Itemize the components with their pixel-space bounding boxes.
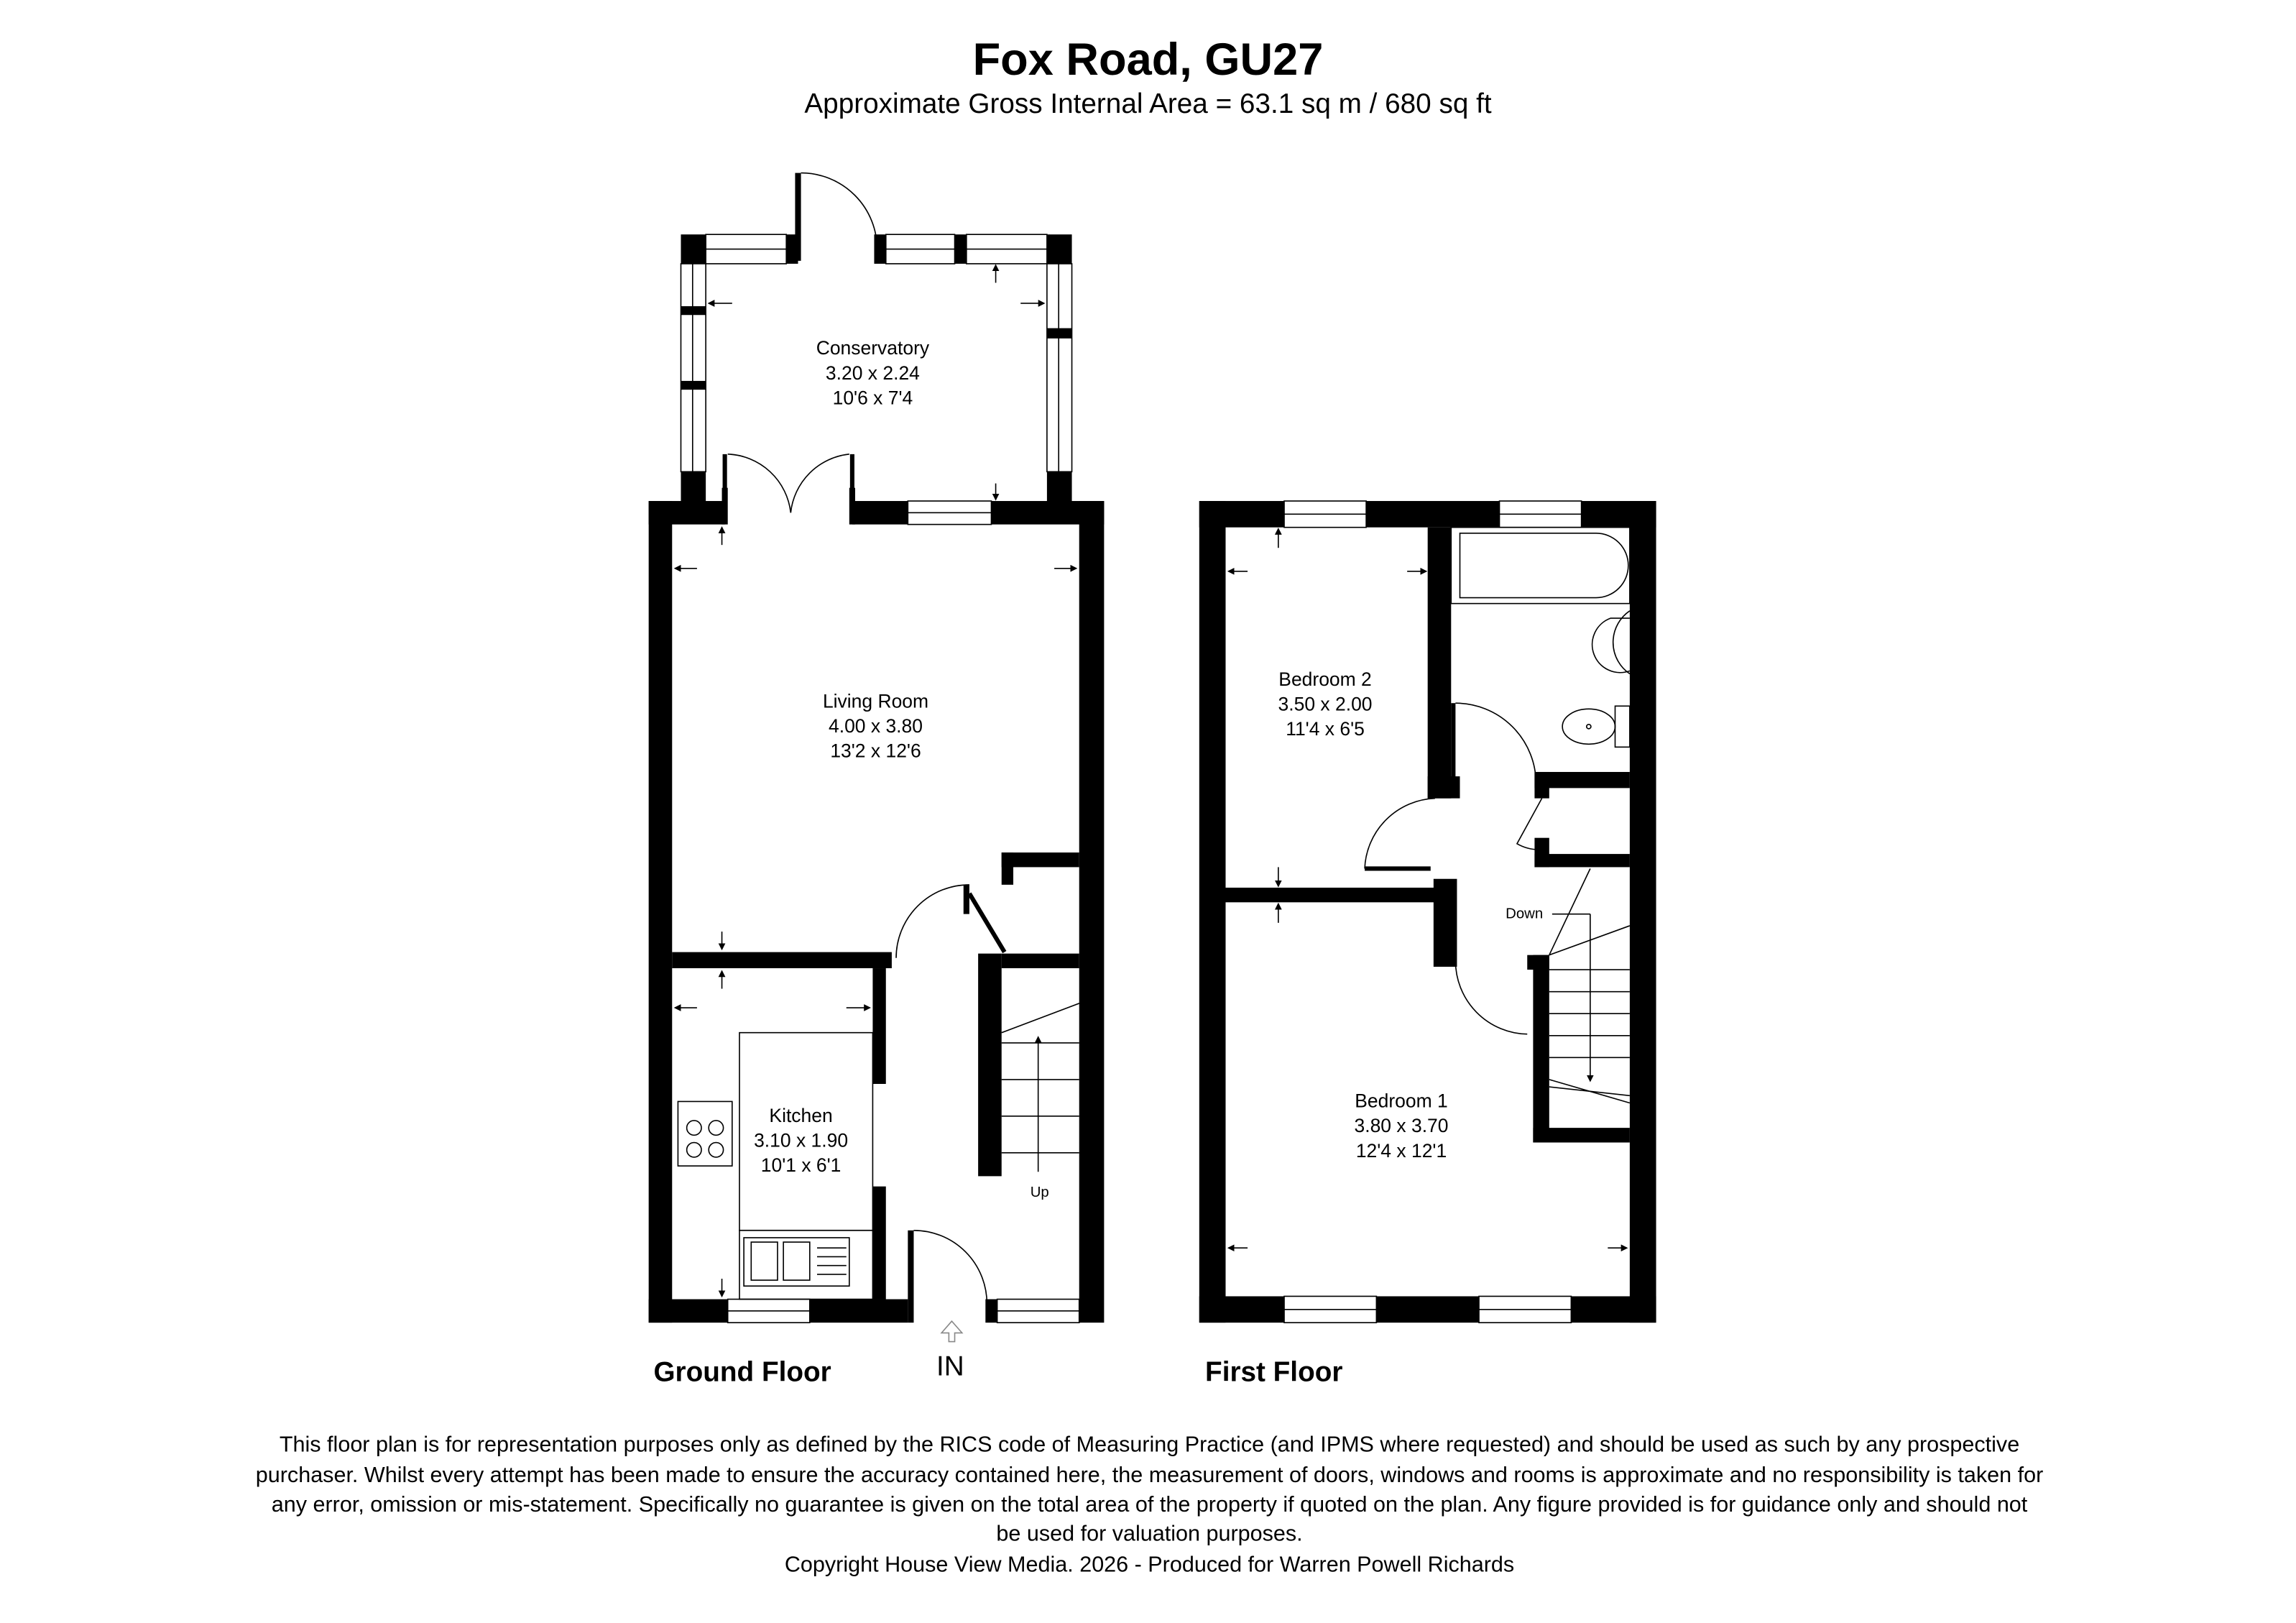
basin-icon <box>1591 610 1631 675</box>
room-conservatory: Conservatory 3.20 x 2.24 10'6 x 7'4 <box>816 337 930 408</box>
cupboard-door-icon <box>1516 798 1543 850</box>
room-metric: 3.50 x 2.00 <box>1278 693 1373 714</box>
ground-floor-walls <box>648 487 1105 1323</box>
disclaimer-line: purchaser. Whilst every attempt has been… <box>256 1463 2043 1487</box>
french-door-right-icon <box>790 454 849 513</box>
plan-title: Fox Road, GU27 <box>973 35 1324 85</box>
toilet-icon <box>1562 705 1631 748</box>
hob-icon <box>677 1100 733 1167</box>
entrance-arrow-icon <box>940 1320 964 1343</box>
room-name: Conservatory <box>816 337 930 359</box>
dimension-arrows <box>1227 528 1628 1252</box>
copyright-text: Copyright House View Media. 2026 - Produ… <box>785 1553 1514 1577</box>
room-bedroom-2: Bedroom 2 3.50 x 2.00 11'4 x 6'5 <box>1278 668 1373 740</box>
stairs-down <box>1549 868 1631 1104</box>
stairs-up <box>1001 1003 1080 1172</box>
bedroom-1-door-icon <box>1454 960 1528 1035</box>
room-imperial: 10'6 x 7'4 <box>833 387 913 409</box>
disclaimer: This floor plan is for representation pu… <box>256 1432 2043 1576</box>
front-door-icon <box>913 1229 988 1304</box>
room-name: Bedroom 1 <box>1355 1090 1447 1112</box>
bedroom-2-door-icon <box>1364 797 1435 869</box>
sink-icon <box>743 1237 850 1287</box>
first-floor-plan: Down Bedroom 2 3.50 x 2.00 11'4 x 6'5 Be… <box>1199 500 1656 1388</box>
room-name: Living Room <box>823 690 928 712</box>
stairs-up-label: Up <box>1031 1185 1049 1200</box>
room-imperial: 12'4 x 12'1 <box>1356 1140 1447 1162</box>
room-name: Kitchen <box>769 1105 832 1126</box>
room-imperial: 10'1 x 6'1 <box>761 1154 842 1176</box>
room-imperial: 13'2 x 12'6 <box>830 740 921 762</box>
stairs-down-label: Down <box>1506 906 1543 922</box>
room-metric: 3.20 x 2.24 <box>826 362 920 384</box>
ground-floor-plan: Up Conservatory 3.20 x 2.24 10'6 x 7'4 L… <box>648 172 1105 1388</box>
room-metric: 3.10 x 1.90 <box>754 1130 848 1151</box>
disclaimer-line: be used for valuation purposes. <box>996 1522 1302 1546</box>
dimension-arrows <box>673 264 1078 1298</box>
room-bedroom-1: Bedroom 1 3.80 x 3.70 12'4 x 12'1 <box>1355 1090 1449 1162</box>
first-floor-label: First Floor <box>1205 1357 1342 1388</box>
first-floor-walls <box>1199 500 1656 1323</box>
bath-icon <box>1459 533 1629 599</box>
room-metric: 3.80 x 3.70 <box>1355 1115 1449 1136</box>
plan-subtitle: Approximate Gross Internal Area = 63.1 s… <box>804 88 1491 119</box>
room-kitchen: Kitchen 3.10 x 1.90 10'1 x 6'1 <box>754 1105 848 1176</box>
ground-floor-label: Ground Floor <box>653 1357 831 1388</box>
room-metric: 4.00 x 3.80 <box>829 715 923 737</box>
disclaimer-line: This floor plan is for representation pu… <box>280 1432 2019 1456</box>
door-swing-icon <box>801 172 878 249</box>
conservatory-walls <box>680 172 1073 505</box>
entrance-label: IN <box>936 1351 964 1381</box>
french-door-left-icon <box>727 454 792 513</box>
door-swing-icon <box>895 884 969 958</box>
room-living-room: Living Room 4.00 x 3.80 13'2 x 12'6 <box>823 690 928 761</box>
room-imperial: 11'4 x 6'5 <box>1286 718 1365 740</box>
room-name: Bedroom 2 <box>1278 668 1371 690</box>
bathroom-door-icon <box>1455 702 1537 784</box>
disclaimer-line: any error, omission or mis-statement. Sp… <box>272 1492 2028 1517</box>
